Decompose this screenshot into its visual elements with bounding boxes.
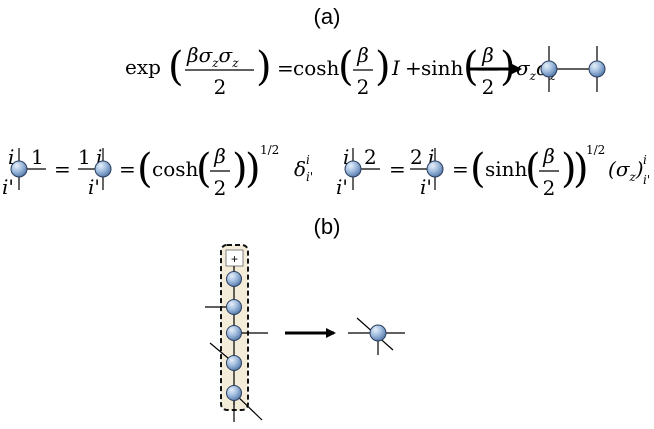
plus-tag-label: +	[231, 252, 238, 266]
sinh-text: sinh	[421, 56, 464, 80]
paren-left: (	[168, 44, 184, 90]
power-half: 1/2	[586, 143, 605, 157]
equals-sign: =	[452, 157, 469, 181]
paren-right: )	[573, 146, 589, 192]
sigma-superscript: i	[643, 153, 647, 167]
beta-num: β	[213, 144, 226, 168]
index-i-prime: i'	[420, 175, 432, 199]
tensor-node	[226, 325, 242, 341]
panel-label-b: (b)	[314, 214, 341, 239]
beta-num: β	[356, 43, 369, 67]
cosh-text: cosh	[152, 157, 199, 181]
paren-left: (	[525, 146, 541, 192]
equals-sign: =	[54, 157, 71, 181]
paren-left: (	[338, 44, 354, 90]
sinh-text: sinh	[485, 157, 528, 181]
equation-cosh-node: i i' 1 = 1 i i' = ( cosh ( β 2 ) ) 1/2 δ…	[2, 143, 313, 200]
tensor-node	[226, 299, 242, 315]
tensor-node	[588, 60, 606, 78]
tensor-node	[226, 271, 242, 287]
equation-exp: exp ( βσzσz 2 ) = cosh ( β 2 ) I + sinh …	[125, 43, 557, 99]
equals-sign: =	[119, 157, 136, 181]
index-one: 1	[78, 145, 91, 169]
index-i-prime: i'	[336, 175, 348, 199]
power-half: 1/2	[260, 143, 279, 157]
paren-right: )	[256, 44, 272, 90]
two-den: 2	[357, 75, 370, 99]
cosh-text: cosh	[293, 56, 340, 80]
tensor-node	[540, 60, 558, 78]
exp-numerator: βσzσz	[186, 43, 239, 70]
exp-denominator: 2	[214, 75, 227, 99]
paren-right: )	[500, 44, 516, 90]
mps-chain-group: +	[205, 244, 268, 422]
delta-superscript: i	[306, 153, 310, 167]
sigma-subscript: i'	[643, 173, 650, 187]
index-i-prime: i'	[88, 175, 100, 199]
beta-num: β	[542, 144, 555, 168]
paren-right: )	[245, 146, 261, 192]
two-den: 2	[214, 176, 227, 200]
beta-num: β	[481, 43, 494, 67]
two-node-diagram	[540, 46, 606, 92]
tensor-node	[226, 385, 242, 401]
paren-right: )	[561, 146, 577, 192]
equation-sinh-node: i i' 2 = 2 i i' = ( sinh ( β 2 ) ) 1/2 (…	[336, 143, 650, 200]
contracted-tensor	[348, 317, 405, 355]
index-i: i	[8, 145, 14, 169]
paren-left: (	[470, 146, 486, 192]
identity-I: I	[391, 56, 401, 80]
tensor-node	[10, 160, 28, 178]
index-i: i	[428, 145, 434, 169]
index-i: i	[343, 145, 349, 169]
paren-right: )	[232, 146, 248, 192]
equals-sign: =	[277, 56, 294, 80]
plus-sign: +	[405, 56, 422, 80]
index-i: i	[96, 145, 102, 169]
tensor-node	[344, 160, 362, 178]
tensor-node	[94, 160, 112, 178]
tensor-node	[226, 355, 242, 371]
two-den: 2	[482, 75, 495, 99]
index-one: 1	[31, 145, 44, 169]
panel-label-a: (a)	[314, 4, 341, 29]
index-two: 2	[364, 145, 377, 169]
two-den: 2	[543, 176, 556, 200]
index-i-prime: i'	[2, 175, 14, 199]
index-two: 2	[410, 145, 423, 169]
tensor-node	[426, 160, 444, 178]
paren-left: (	[196, 146, 212, 192]
paren-left: (	[463, 44, 479, 90]
paren-left: (	[137, 146, 153, 192]
paren-right: )	[375, 44, 391, 90]
sigma-z-matrix: (σz)	[608, 157, 644, 184]
exp-text: exp	[125, 55, 161, 79]
delta-symbol: δi'	[294, 157, 313, 184]
tensor-node	[369, 324, 387, 342]
equals-sign: =	[389, 157, 406, 181]
